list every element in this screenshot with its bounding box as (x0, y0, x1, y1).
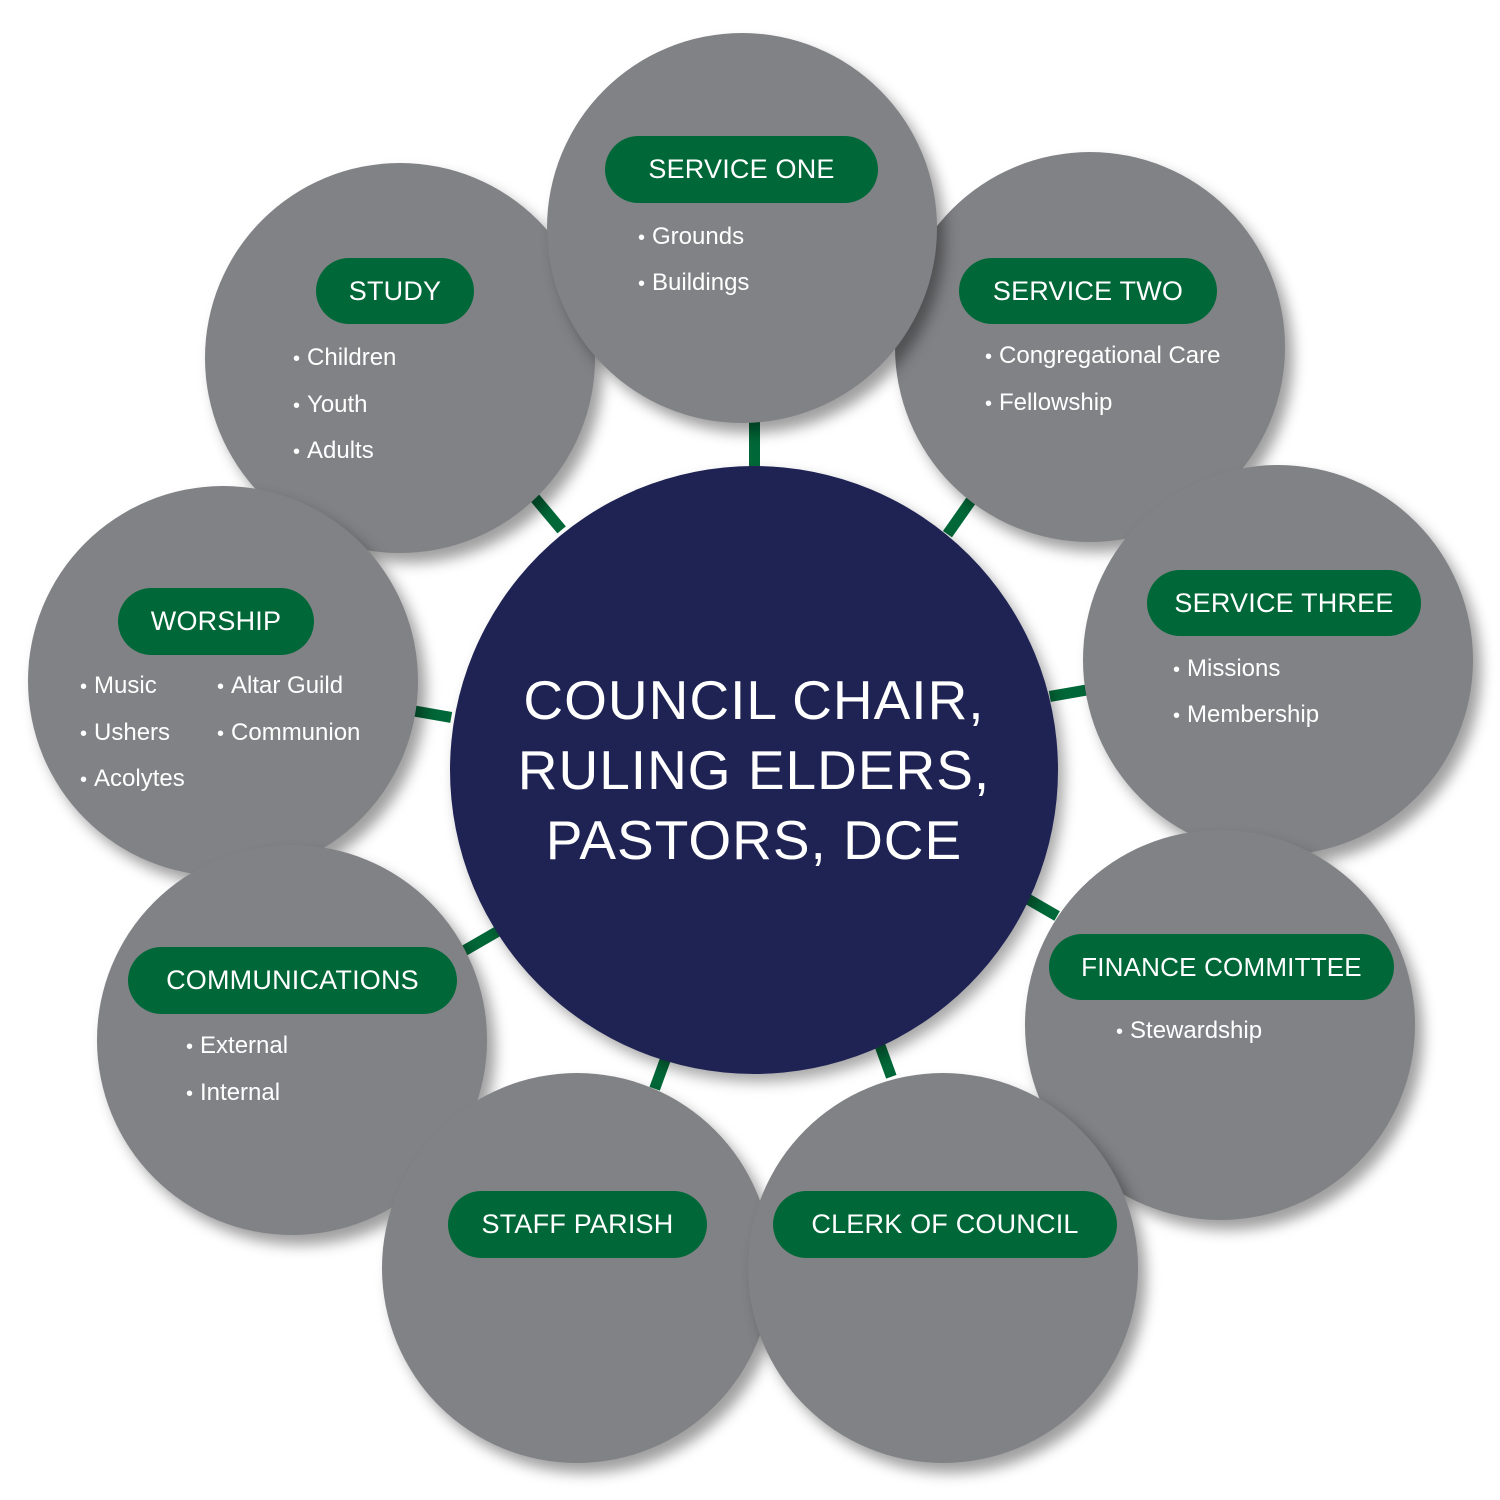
node-item-stewardship: •Stewardship (1116, 1017, 1263, 1044)
connector-worship (410, 705, 453, 723)
center-title-line-1: COUNCIL CHAIR, (523, 669, 985, 731)
node-item-membership: •Membership (1173, 701, 1320, 728)
node-item-grounds: •Grounds (638, 223, 745, 250)
bullet-icon: • (80, 769, 88, 791)
bullet-icon: • (638, 273, 646, 295)
bullet-icon: • (186, 1036, 194, 1058)
bullet-icon: • (217, 723, 225, 745)
bullet-icon: • (638, 227, 646, 249)
bullet-icon: • (293, 395, 301, 417)
circle-clerk-of-council (748, 1073, 1138, 1463)
node-title-finance-committee: FINANCE COMMITTEE (1049, 934, 1394, 1000)
bullet-icon: • (985, 393, 993, 415)
node-item-fellowship: •Fellowship (985, 389, 1113, 416)
node-item-communion: •Communion (217, 719, 361, 746)
node-title-study: STUDY (316, 258, 474, 324)
center-title-line-3: PASTORS, DCE (545, 809, 963, 871)
bullet-icon: • (1173, 659, 1181, 681)
circle-service-one (547, 33, 937, 423)
center-circle: COUNCIL CHAIR, RULING ELDERS, PASTORS, D… (450, 466, 1058, 1074)
bullet-icon: • (80, 676, 88, 698)
bullet-icon: • (1116, 1021, 1124, 1043)
connector-service-two (942, 496, 977, 538)
bullet-icon: • (80, 723, 88, 745)
node-title-service-one: SERVICE ONE (605, 136, 878, 203)
node-item-altar-guild: •Altar Guild (217, 672, 344, 699)
node-item-music: •Music (80, 672, 157, 699)
node-title-service-two: SERVICE TWO (959, 258, 1217, 324)
node-item-internal: •Internal (186, 1079, 281, 1106)
connector-service-one (749, 420, 760, 468)
node-item-missions: •Missions (1173, 655, 1281, 682)
bullet-icon: • (293, 441, 301, 463)
node-item-youth: •Youth (293, 391, 368, 418)
node-item-external: •External (186, 1032, 289, 1059)
bullet-icon: • (186, 1083, 194, 1105)
node-title-staff-parish: STAFF PARISH (448, 1191, 707, 1258)
node-item-ushers: •Ushers (80, 719, 171, 746)
circle-staff-parish (382, 1073, 772, 1463)
circle-worship (28, 486, 418, 876)
circle-service-three (1083, 465, 1473, 855)
bullet-icon: • (985, 346, 993, 368)
node-item-buildings: •Buildings (638, 269, 750, 296)
node-title-worship: WORSHIP (118, 588, 314, 655)
node-title-service-three: SERVICE THREE (1147, 570, 1421, 636)
circle-study (205, 163, 595, 553)
node-item-adults: •Adults (293, 437, 374, 464)
node-title-communications: COMMUNICATIONS (128, 947, 457, 1014)
bullet-icon: • (1173, 705, 1181, 727)
center-title-line-2: RULING ELDERS, (517, 739, 991, 801)
bullet-icon: • (217, 676, 225, 698)
node-item-congregational-care: •Congregational Care (985, 342, 1221, 369)
bullet-icon: • (293, 348, 301, 370)
node-item-children: •Children (293, 344, 397, 371)
node-title-clerk-of-council: CLERK OF COUNCIL (773, 1191, 1117, 1258)
node-item-acolytes: •Acolytes (80, 765, 185, 792)
